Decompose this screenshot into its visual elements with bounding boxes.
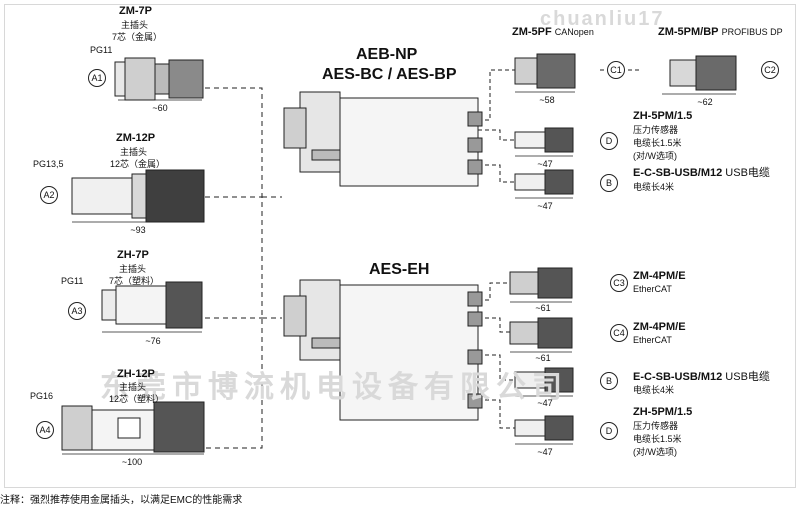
a1-spec: 7芯（金属）	[112, 32, 163, 42]
watermark-company: 东莞市博流机电设备有限公司	[100, 371, 568, 404]
upper-b-callout: B	[600, 174, 618, 192]
c3-model: ZM-4PM/E	[633, 270, 686, 282]
a3-type: 主插头	[119, 264, 147, 274]
lower-b-model: E-C-SB-USB/M12	[633, 371, 723, 383]
c2-desc: PROFIBUS DP	[721, 27, 783, 37]
diagram-frame	[4, 4, 796, 488]
unit-lower-body	[283, 279, 483, 421]
a3-length: ~76	[145, 336, 161, 346]
connector-upper-b-drawing	[514, 169, 574, 199]
footnote: 注释：强烈推荐使用金属插头，以满足EMC的性能需求	[0, 495, 243, 506]
c4-model: ZM-4PM/E	[633, 321, 686, 333]
connector-upper-d-drawing	[514, 127, 574, 157]
dashed-bus-right	[478, 69, 640, 429]
c3-desc: EtherCAT	[633, 284, 672, 294]
lower-b-suffix: USB电缆	[725, 371, 770, 383]
connector-a4-drawing	[61, 401, 205, 455]
lower-b-length: ~47	[537, 398, 553, 408]
lower-b-callout: B	[600, 372, 618, 390]
a4-thread: PG16	[30, 391, 54, 401]
connector-c4-drawing	[509, 317, 573, 353]
c3-callout: C3	[610, 274, 628, 292]
unit-upper-title-2: AES-BC / AES-BP	[322, 66, 457, 83]
connector-c1-drawing	[514, 53, 576, 93]
dashed-bus-left	[205, 87, 282, 449]
connector-c2-drawing	[662, 55, 737, 95]
upper-d-length: ~47	[537, 159, 553, 169]
a3-spec: 7芯（塑料）	[109, 276, 160, 286]
unit-upper-body	[283, 91, 483, 187]
upper-b-desc1: 电缆长4米	[633, 182, 675, 192]
c1-model: ZM-5PF	[512, 26, 552, 38]
watermark-top: chuanliu17	[540, 8, 665, 30]
a3-callout: A3	[68, 302, 86, 320]
connector-lower-b-drawing	[514, 367, 574, 397]
connector-lower-d-drawing	[514, 415, 574, 445]
a2-model: ZM-12P	[116, 132, 156, 144]
lower-d-desc2: 电缆长1.5米	[633, 434, 682, 444]
a4-length: ~100	[121, 457, 143, 467]
lower-b-desc1: 电缆长4米	[633, 385, 675, 395]
a4-spec: 12芯（塑料）	[109, 394, 165, 404]
lower-d-callout: D	[600, 422, 618, 440]
c1-desc: CANopen	[554, 27, 594, 37]
a1-callout: A1	[88, 69, 106, 87]
upper-d-callout: D	[600, 132, 618, 150]
lower-d-length: ~47	[537, 447, 553, 457]
unit-lower-title: AES-EH	[369, 261, 430, 278]
a2-type: 主插头	[120, 147, 148, 157]
connector-a3-drawing	[101, 281, 203, 333]
a2-spec: 12芯（金属）	[110, 159, 166, 169]
c4-callout: C4	[610, 324, 628, 342]
a2-callout: A2	[40, 186, 58, 204]
a4-model: ZH-12P	[117, 368, 155, 380]
a2-length: ~93	[130, 225, 146, 235]
a1-thread: PG11	[90, 45, 113, 55]
upper-b-model: E-C-SB-USB/M12	[633, 167, 723, 179]
connector-a1-drawing	[114, 57, 204, 101]
upper-b-length: ~47	[537, 201, 553, 211]
c4-length: ~61	[535, 353, 551, 363]
lower-d-desc3: (对/W选项)	[633, 447, 677, 457]
a1-length: ~60	[152, 103, 168, 113]
a1-model: ZM-7P	[119, 5, 152, 17]
lower-d-desc1: 压力传感器	[633, 421, 679, 431]
a4-type: 主插头	[119, 382, 147, 392]
connector-a2-drawing	[71, 169, 205, 223]
unit-upper-title-1: AEB-NP	[356, 46, 418, 63]
a2-thread: PG13,5	[33, 159, 64, 169]
a3-thread: PG11	[61, 276, 84, 286]
a3-model: ZH-7P	[117, 249, 149, 261]
a4-callout: A4	[36, 421, 54, 439]
lower-d-model: ZH-5PM/1.5	[633, 406, 693, 418]
c1-callout: C1	[607, 61, 625, 79]
a1-type: 主插头	[121, 20, 149, 30]
c2-callout: C2	[761, 61, 779, 79]
connector-c3-drawing	[509, 267, 573, 303]
upper-b-suffix: USB电缆	[725, 167, 770, 179]
upper-d-desc1: 压力传感器	[633, 125, 679, 135]
c2-model: ZM-5PM/BP	[658, 26, 719, 38]
upper-d-model: ZH-5PM/1.5	[633, 110, 693, 122]
upper-d-desc3: (对/W选项)	[633, 151, 677, 161]
c1-length: ~58	[539, 95, 555, 105]
upper-d-desc2: 电缆长1.5米	[633, 138, 682, 148]
c3-length: ~61	[535, 303, 551, 313]
c4-desc: EtherCAT	[633, 335, 672, 345]
c2-length: ~62	[697, 97, 713, 107]
